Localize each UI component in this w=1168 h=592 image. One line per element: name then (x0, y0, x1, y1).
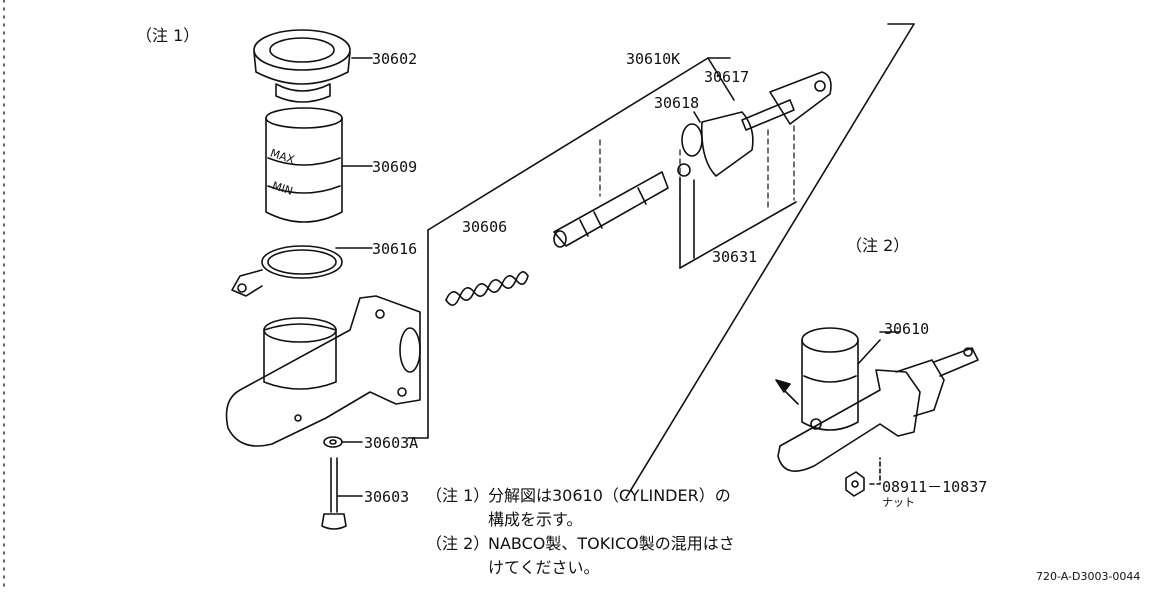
seal-kit-bracket (679, 201, 797, 269)
part-label-30602: 30602 (372, 50, 418, 68)
bolt (321, 457, 347, 530)
push-rod (741, 71, 832, 131)
part-label-08911-10837: 08911－10837 (882, 478, 988, 496)
nut (845, 471, 865, 497)
footnote2-line1: NABCO製、TOKICO製の混用はさ (488, 534, 735, 553)
spring (445, 271, 529, 306)
footnote1-line2: 構成を示す。 (488, 510, 583, 529)
part-label-30610K: 30610K (626, 50, 681, 68)
part-label-30603A: 30603A (364, 434, 419, 452)
part-label-30603: 30603 (364, 488, 410, 506)
reservoir-cap (253, 29, 351, 103)
band-clamp (231, 245, 343, 297)
kit-bracket (407, 229, 429, 439)
cylinder-body (225, 295, 421, 447)
direction-arrow (775, 379, 799, 405)
part-label-30618: 30618 (654, 94, 700, 112)
footnote1-tag: （注 1） (426, 486, 490, 505)
part-label-30616: 30616 (372, 240, 418, 258)
piston (553, 171, 669, 248)
part-label-30606: 30606 (462, 218, 508, 236)
washer (323, 436, 343, 448)
footnote2-tag: （注 2） (426, 534, 490, 553)
reservoir (265, 107, 343, 223)
note1-tag: （注 1） (136, 26, 200, 45)
part-label-30617: 30617 (704, 68, 750, 86)
diagram-code: 720-A-D3003-0044 (1036, 570, 1141, 583)
separator-line (625, 23, 915, 499)
assembled-cylinder (777, 327, 979, 472)
nut-caption: ナット (882, 496, 915, 509)
part-label-30610: 30610 (884, 320, 930, 338)
boot (677, 111, 754, 177)
part-label-30631: 30631 (712, 248, 758, 266)
footnote2-line2: けてください。 (488, 558, 600, 577)
part-label-30609: 30609 (372, 158, 418, 176)
note2-tag: （注 2） (846, 236, 910, 255)
footnote1-line1: 分解図は30610（CYLINDER）の (488, 486, 731, 505)
